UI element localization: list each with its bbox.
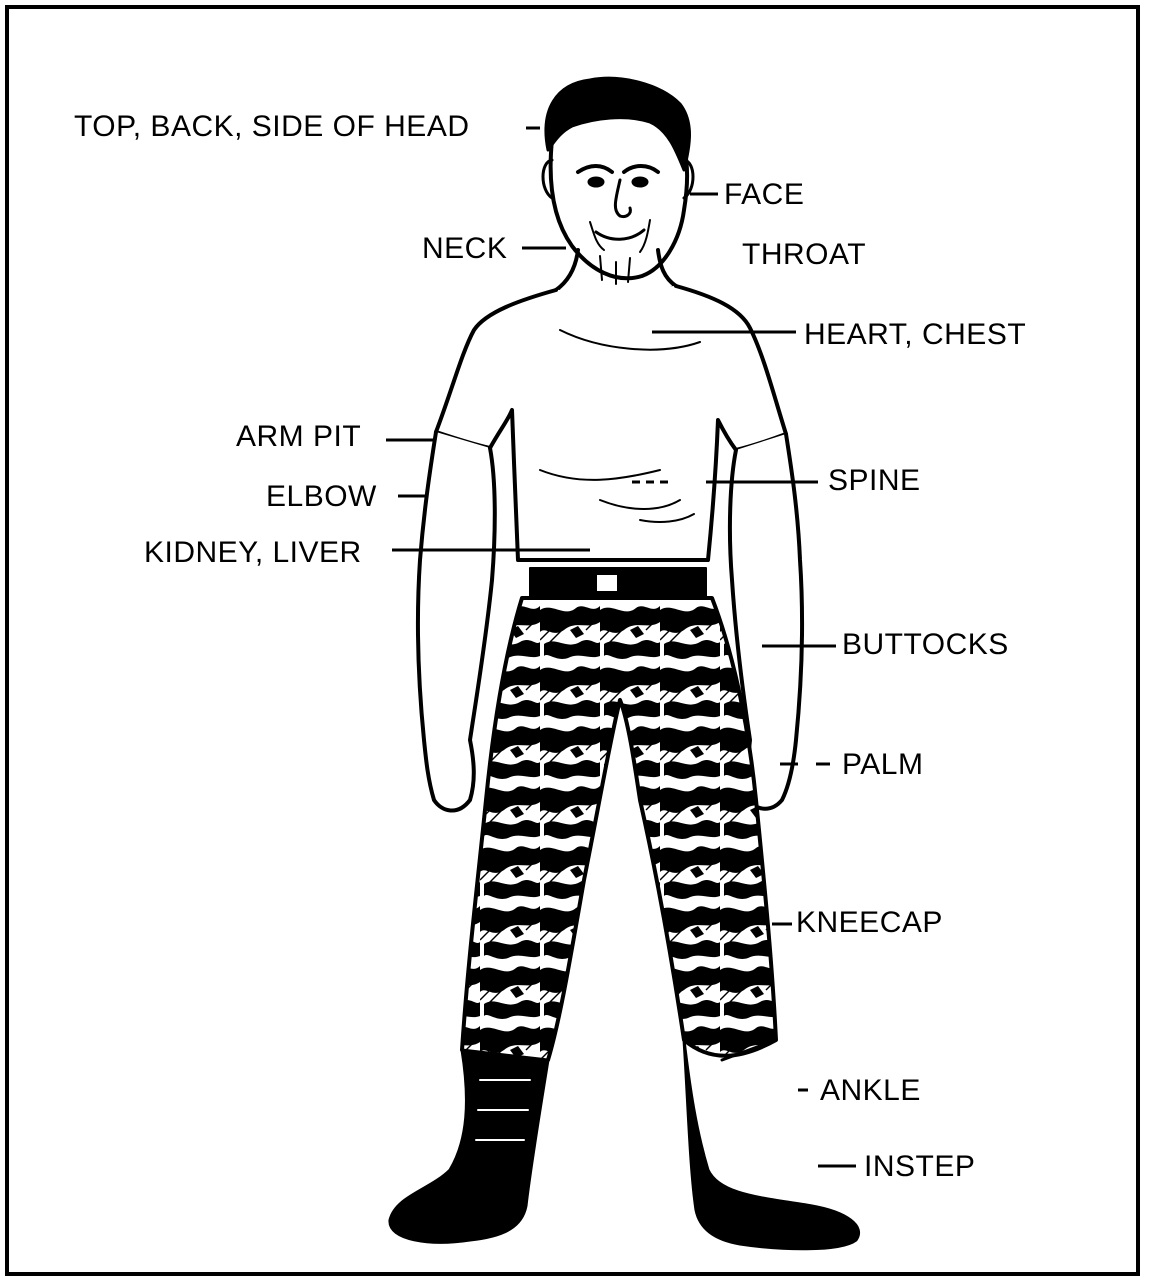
label-heart-chest: HEART, CHEST [804,320,1026,350]
camouflage-pants [462,598,776,1068]
head-outline [551,140,687,278]
label-kneecap: KNEECAP [796,908,943,938]
label-spine: SPINE [828,466,921,496]
right-boot [684,1040,859,1249]
hair [546,78,690,170]
label-face: FACE [724,180,804,210]
label-arm-pit: ARM PIT [236,422,361,452]
neck [556,250,578,290]
left-arm [418,432,495,811]
label-elbow: ELBOW [266,482,377,512]
left-boot [390,1050,548,1242]
label-palm: PALM [842,750,923,780]
label-instep: INSTEP [864,1152,975,1182]
label-neck: NECK [422,234,507,264]
label-throat: THROAT [742,240,866,270]
label-head: TOP, BACK, SIDE OF HEAD [74,112,470,142]
label-kidney-liver: KIDNEY, LIVER [144,538,362,568]
label-buttocks: BUTTOCKS [842,630,1009,660]
label-ankle: ANKLE [820,1076,921,1106]
